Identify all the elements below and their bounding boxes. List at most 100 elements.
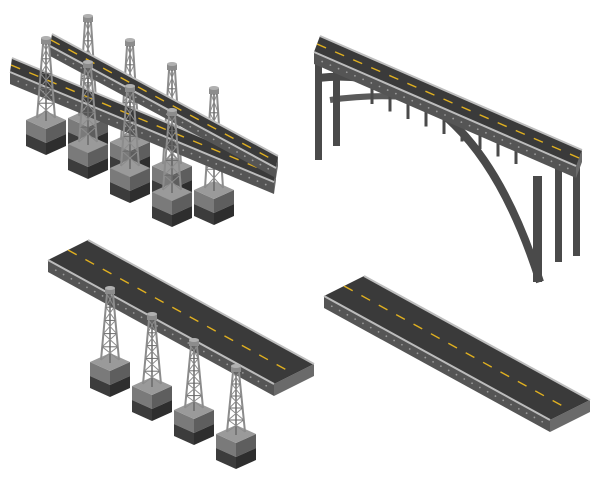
- deck-rivet: [140, 316, 143, 319]
- tower-brace: [187, 370, 200, 384]
- lane-dash: [407, 82, 417, 88]
- deck-rivet: [444, 114, 446, 116]
- deck-rivet: [56, 54, 59, 57]
- tower-foot: [46, 134, 66, 155]
- lane-dash: [515, 129, 526, 136]
- lane-dash: [85, 258, 95, 265]
- deck-rivet: [377, 331, 380, 333]
- tower-2: [132, 312, 172, 421]
- deck-rivet: [150, 104, 153, 107]
- tower-brace: [41, 58, 52, 74]
- tower-cap: [231, 366, 241, 372]
- lane-dash: [102, 268, 112, 275]
- arch-bridge: [313, 35, 583, 284]
- tower-base-right: [130, 142, 150, 165]
- deck-rivet: [93, 290, 96, 293]
- tower-brace: [147, 319, 156, 334]
- arch-pier-3: [555, 160, 562, 262]
- deck-rivet: [187, 342, 190, 344]
- deck-rivet: [509, 142, 512, 145]
- deck-rivet: [125, 307, 127, 310]
- tower-foot: [90, 376, 110, 397]
- lane-dash: [334, 51, 345, 57]
- tower-base-right: [88, 118, 108, 141]
- deck-rivet: [228, 146, 231, 149]
- tower-leg: [162, 115, 170, 191]
- lane-dash: [50, 39, 61, 46]
- tower-foot: [152, 206, 172, 227]
- tower-foot: [132, 400, 152, 421]
- tower-brace: [101, 333, 117, 348]
- tower-brace: [40, 58, 51, 74]
- tower-foot: [26, 134, 46, 155]
- lane-dash: [137, 86, 147, 93]
- tower-base-left: [68, 144, 88, 167]
- tower-brace: [188, 358, 199, 372]
- deck-rivet: [370, 82, 373, 84]
- tower-brace: [121, 136, 137, 152]
- deck-rivet: [424, 356, 427, 359]
- tower-brace: [165, 145, 178, 161]
- deck-rivet: [435, 110, 438, 113]
- tower-foot: [214, 204, 234, 225]
- tower-cap: [147, 312, 157, 316]
- deck-rivet: [494, 395, 497, 397]
- deck-side: [50, 46, 276, 178]
- deck-rivet: [142, 100, 145, 103]
- tower-leg: [120, 91, 128, 167]
- tower-brace: [106, 293, 115, 308]
- deck-d: [323, 275, 591, 432]
- tower-brace: [126, 45, 135, 65]
- deck-rivet: [17, 80, 20, 83]
- deck-rivet: [517, 407, 520, 410]
- deck-rivet: [476, 128, 479, 131]
- tower-brace: [184, 395, 203, 409]
- deck-rivet: [329, 64, 332, 67]
- tower-leg: [184, 345, 192, 409]
- lane-dash: [68, 48, 78, 55]
- tower-base-right: [88, 144, 108, 167]
- tower-brace: [226, 419, 245, 433]
- lane-dash: [67, 249, 78, 256]
- lane-dash: [120, 76, 130, 83]
- deck-curb: [313, 51, 577, 167]
- tower-brace: [120, 150, 139, 167]
- tower-brace: [41, 43, 50, 60]
- tower-cap: [189, 340, 199, 346]
- lane-dash: [101, 102, 112, 108]
- tower-base-left: [110, 168, 130, 191]
- tower-foot: [88, 158, 108, 179]
- lane-dash: [461, 106, 471, 112]
- deck-rivet: [468, 124, 471, 127]
- deck-rivet: [345, 71, 348, 74]
- deck-rivet: [408, 348, 411, 350]
- tower-brace: [231, 371, 240, 385]
- deck-rivet: [403, 96, 405, 99]
- tower-brace: [168, 115, 177, 132]
- deck-rivet: [116, 121, 119, 124]
- tower-brace: [188, 370, 201, 384]
- tower-brace: [148, 319, 157, 334]
- deck-rivet: [236, 151, 238, 153]
- tower-brace: [83, 21, 92, 41]
- tower-base-left: [152, 166, 172, 189]
- lane-dash: [447, 342, 458, 349]
- tower-base-left: [90, 362, 110, 385]
- deck-rivet: [385, 335, 388, 338]
- tower-cap: [83, 60, 93, 64]
- tower-base-right: [172, 166, 192, 189]
- deck-rivet: [362, 322, 364, 325]
- lane-dash: [388, 74, 399, 81]
- tower-cap: [83, 14, 93, 18]
- tower-foot: [110, 376, 130, 397]
- deck-rivet: [58, 97, 61, 100]
- tower-cap: [125, 84, 135, 88]
- deck-rivet: [80, 66, 83, 69]
- tower-brace: [146, 332, 157, 346]
- tower-cap: [105, 286, 115, 290]
- tower-leg: [132, 91, 140, 167]
- tower-brace: [167, 69, 176, 89]
- deck-rivet: [212, 138, 215, 141]
- deck-rivet: [517, 146, 520, 148]
- lane-dash: [370, 66, 381, 73]
